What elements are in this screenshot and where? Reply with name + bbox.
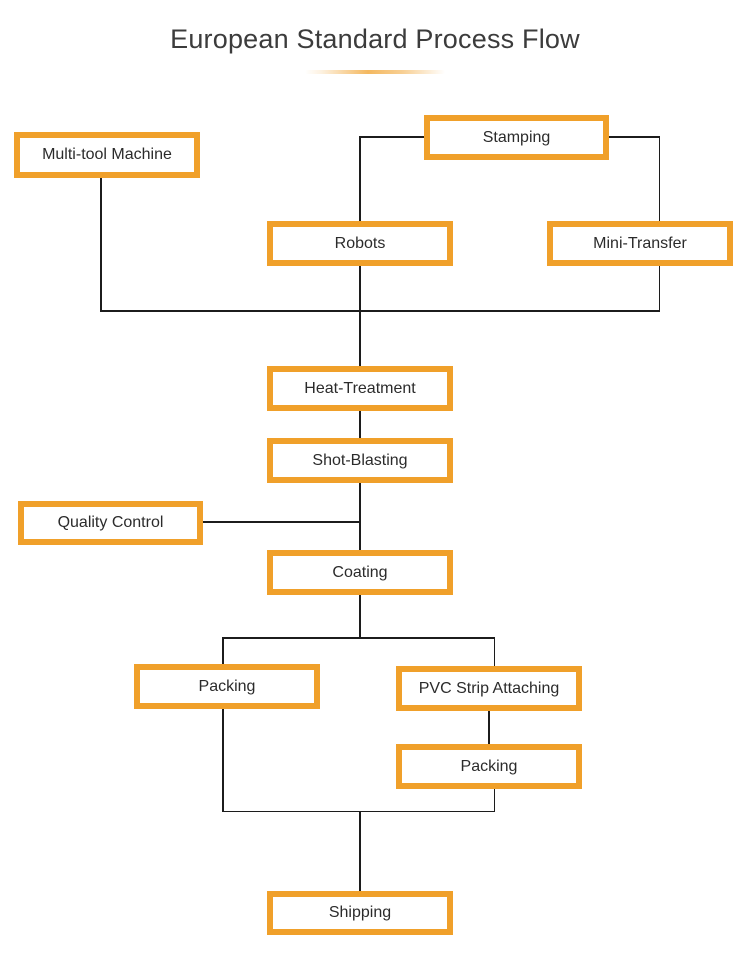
node-label: Coating xyxy=(332,563,388,581)
node-quality-control[interactable]: Quality Control xyxy=(18,501,203,545)
node-coating[interactable]: Coating xyxy=(267,550,453,595)
node-shot-blasting[interactable]: Shot-Blasting xyxy=(267,438,453,483)
edge-packing-right-to-merge xyxy=(493,787,496,812)
node-label: Packing xyxy=(460,757,518,775)
edge-packing-left-to-merge xyxy=(222,707,224,812)
edge-mini-transfer-down xyxy=(658,263,661,311)
node-multi-tool-machine[interactable]: Multi-tool Machine xyxy=(14,132,200,178)
node-label: PVC Strip Attaching xyxy=(418,679,560,697)
edge-merge-to-shipping xyxy=(359,810,361,893)
node-label: Multi-tool Machine xyxy=(42,146,172,163)
node-robots[interactable]: Robots xyxy=(267,221,453,266)
edge-stamping-to-robots-vertical xyxy=(359,136,361,224)
node-mini-transfer[interactable]: Mini-Transfer xyxy=(547,221,733,266)
edge-split-to-packing-left xyxy=(222,637,224,666)
node-label: Shot-Blasting xyxy=(312,451,408,469)
edge-lower-split-bar xyxy=(222,637,495,639)
edge-shot-blasting-to-coating xyxy=(359,481,361,552)
edge-bottom-merge-bar xyxy=(222,810,495,813)
edge-merge-to-heat-treatment xyxy=(359,310,361,368)
node-label: Quality Control xyxy=(57,514,164,531)
node-label: Packing xyxy=(198,677,256,695)
node-shipping[interactable]: Shipping xyxy=(267,891,453,935)
node-pvc-strip-attaching[interactable]: PVC Strip Attaching xyxy=(396,666,582,711)
edge-heat-treatment-to-shot-blasting xyxy=(359,409,361,440)
node-packing-right[interactable]: Packing xyxy=(396,744,582,789)
edge-split-to-pvc-strip xyxy=(493,637,496,668)
node-label: Robots xyxy=(334,234,386,252)
node-packing-left[interactable]: Packing xyxy=(134,664,320,709)
node-label: Stamping xyxy=(482,128,551,146)
edge-robots-down xyxy=(359,263,361,311)
node-heat-treatment[interactable]: Heat-Treatment xyxy=(267,366,453,411)
edge-quality-control-to-trunk xyxy=(202,521,360,523)
edge-stamping-to-mini-transfer-horizontal xyxy=(607,136,660,138)
title-underline xyxy=(305,70,445,74)
node-label: Shipping xyxy=(328,904,392,921)
edge-stamping-to-mini-transfer-vertical xyxy=(658,136,661,224)
edge-multitool-down xyxy=(100,176,102,311)
node-label: Heat-Treatment xyxy=(304,379,416,397)
edge-pvc-strip-to-packing-right xyxy=(488,709,490,746)
node-stamping[interactable]: Stamping xyxy=(424,115,609,160)
edge-coating-to-split xyxy=(359,593,361,638)
node-label: Mini-Transfer xyxy=(593,234,687,252)
page-title: European Standard Process Flow xyxy=(170,24,580,54)
edge-upper-merge-bar xyxy=(100,310,660,312)
edge-stamping-to-robots-horizontal xyxy=(359,136,425,138)
